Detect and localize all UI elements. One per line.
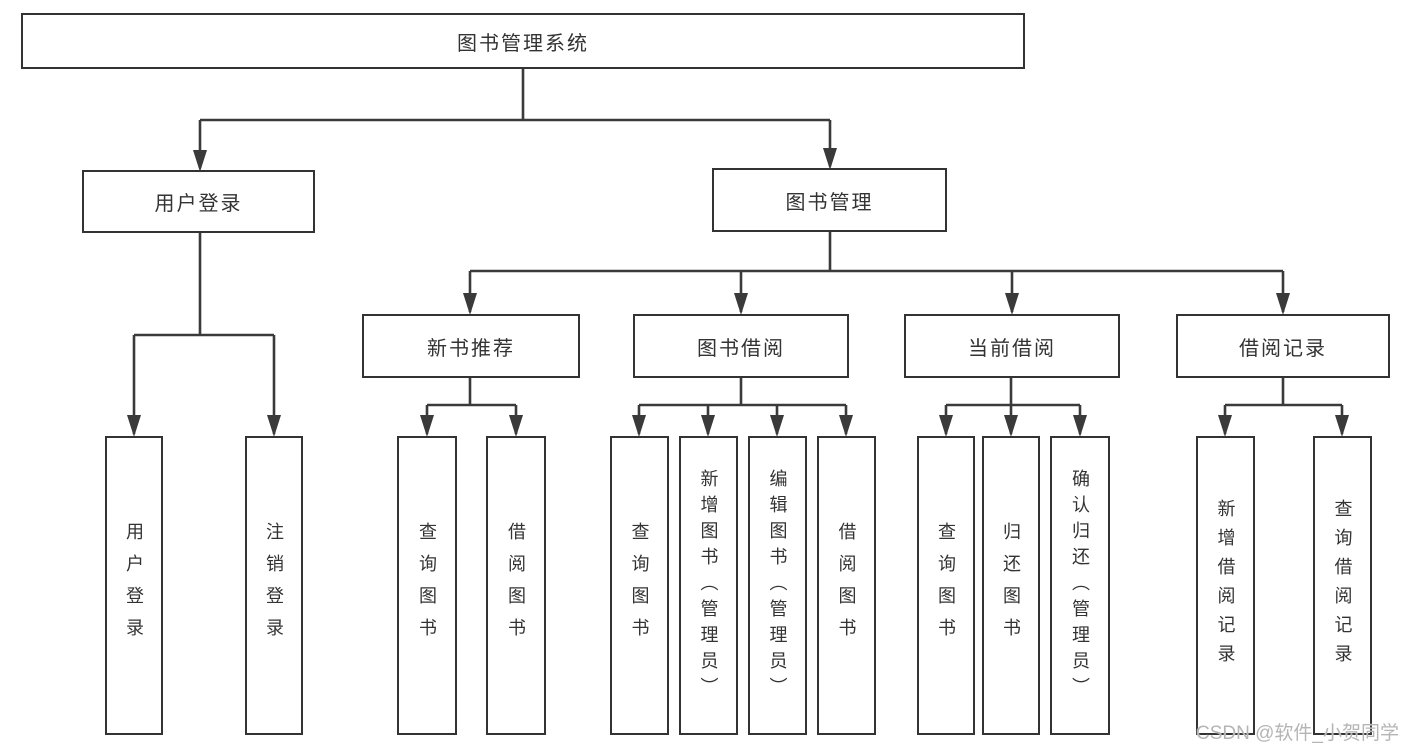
arrow-down-icon: [701, 415, 715, 437]
connector-path: [198, 69, 832, 168]
leaf-label: 编辑图书（管理员）: [767, 468, 788, 703]
leaf-return-books: 归还图书: [982, 436, 1040, 735]
node-label: 图书管理系统: [457, 32, 589, 55]
arrow-down-icon: [1276, 293, 1290, 315]
node-user-login: 用户登录: [82, 170, 315, 233]
arrow-down-icon: [823, 148, 837, 170]
arrow-down-icon: [839, 415, 853, 437]
arrow-down-icon: [734, 293, 748, 315]
leaf-logout: 注销登录: [245, 436, 303, 735]
node-label: 当前借阅: [968, 337, 1056, 360]
leaf-label: 确认归还（管理员）: [1070, 468, 1090, 703]
leaf-label: 注销登录: [264, 521, 284, 650]
node-label: 用户登录: [154, 193, 243, 215]
leaf-label: 新增图书（管理员）: [698, 468, 719, 703]
arrow-down-icon: [463, 293, 477, 315]
node-label: 新书推荐: [427, 337, 515, 360]
arrow-down-icon: [1335, 415, 1349, 437]
leaf-label: 新增借阅记录: [1215, 498, 1236, 673]
connector-path: [425, 378, 518, 434]
leaf-borrow-books: 借阅图书: [486, 436, 546, 735]
arrow-down-icon: [127, 415, 141, 437]
arrow-down-icon: [632, 415, 646, 437]
arrow-down-icon: [420, 415, 434, 437]
node-label: 借阅记录: [1239, 337, 1327, 360]
leaf-user-login: 用户登录: [105, 436, 163, 735]
leaf-add-borrow-record: 新增借阅记录: [1196, 436, 1255, 735]
leaf-add-books-admin: 新增图书（管理员）: [679, 436, 738, 735]
arrow-down-icon: [1218, 415, 1232, 437]
node-book-borrow: 图书借阅: [633, 314, 849, 378]
leaf-label: 查询图书: [629, 521, 650, 650]
csdn-watermark: CSDN @软件_小贺同学: [1196, 723, 1399, 744]
node-label: 图书管理: [785, 191, 874, 214]
leaf-label: 借阅图书: [506, 521, 526, 650]
leaf-borrow-books: 借阅图书: [817, 436, 876, 735]
node-library-management-system: 图书管理系统: [21, 13, 1025, 69]
leaf-edit-books-admin: 编辑图书（管理员）: [748, 436, 807, 735]
leaf-label: 借阅图书: [836, 521, 857, 650]
arrow-down-icon: [509, 415, 523, 437]
leaf-query-books: 查询图书: [610, 436, 669, 735]
leaf-query-books: 查询图书: [397, 436, 457, 735]
connector-path: [468, 232, 1285, 312]
connector-path: [132, 233, 276, 434]
node-borrow-records: 借阅记录: [1176, 314, 1390, 378]
connector-path: [1223, 378, 1344, 434]
node-current-borrow: 当前借阅: [904, 314, 1120, 378]
leaf-label: 用户登录: [124, 521, 144, 650]
arrow-down-icon: [1005, 293, 1019, 315]
arrow-down-icon: [267, 415, 281, 437]
node-new-book-recommend: 新书推荐: [362, 314, 580, 378]
connector-path: [637, 378, 848, 434]
arrow-down-icon: [193, 150, 207, 172]
leaf-label: 归还图书: [1001, 521, 1021, 650]
node-book-management: 图书管理: [712, 168, 947, 232]
leaf-confirm-return-admin: 确认归还（管理员）: [1050, 436, 1110, 735]
leaf-label: 查询图书: [936, 521, 956, 650]
arrow-down-icon: [1073, 415, 1087, 437]
arrow-down-icon: [939, 415, 953, 437]
arrow-down-icon: [770, 415, 784, 437]
leaf-query-books: 查询图书: [917, 436, 975, 735]
arrow-down-icon: [1004, 415, 1018, 437]
leaf-query-borrow-record: 查询借阅记录: [1313, 436, 1372, 735]
node-label: 图书借阅: [697, 337, 785, 360]
leaf-label: 查询借阅记录: [1332, 498, 1353, 673]
leaf-label: 查询图书: [417, 521, 437, 650]
